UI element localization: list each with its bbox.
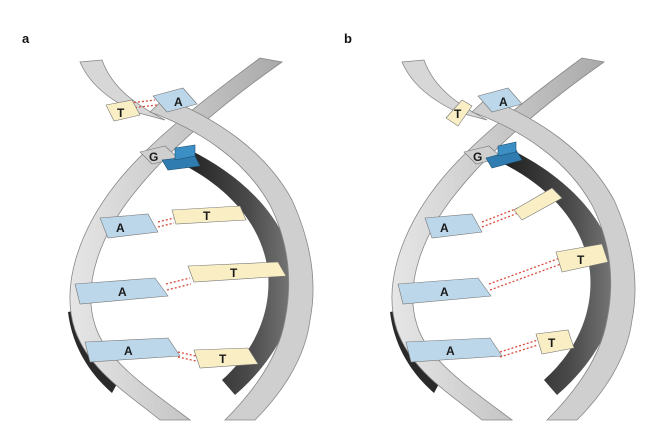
base-letter: T — [203, 209, 211, 223]
base-letter: A — [116, 221, 125, 235]
base-pair: A T — [445, 87, 523, 127]
base-pair: A T — [105, 87, 198, 122]
base-pair: A T — [405, 329, 575, 363]
base-letter: A — [446, 344, 455, 358]
base-letter: T — [230, 266, 238, 280]
base-letter: T — [548, 336, 556, 350]
base-pair: A T — [397, 243, 609, 305]
panel-a: a A T G — [22, 31, 314, 421]
base-pair: A T — [74, 261, 287, 305]
panel-label-b: b — [344, 31, 352, 46]
base-letter: G — [149, 150, 158, 164]
base-letter: T — [117, 106, 125, 120]
base-letter: T — [219, 352, 227, 366]
backbone-strand-front — [69, 57, 314, 421]
base-letter: A — [124, 344, 133, 358]
base-pair: G — [463, 141, 523, 169]
base-letter: T — [454, 107, 462, 121]
panel-label-a: a — [22, 31, 30, 46]
base-pair: G — [139, 144, 201, 171]
base-letter: A — [440, 285, 449, 299]
base-letter: A — [499, 95, 508, 109]
backbone-strand-front — [391, 57, 636, 421]
base-pair: A — [424, 187, 563, 239]
base-pair: A T — [84, 337, 259, 369]
base-letter: A — [174, 95, 183, 109]
base-pair: A T — [99, 205, 247, 239]
base-letter: G — [473, 150, 482, 164]
base-letter: A — [118, 285, 127, 299]
panel-b: b A T G A — [344, 31, 636, 421]
base-letter: T — [577, 253, 585, 267]
base-letter: A — [440, 221, 449, 235]
